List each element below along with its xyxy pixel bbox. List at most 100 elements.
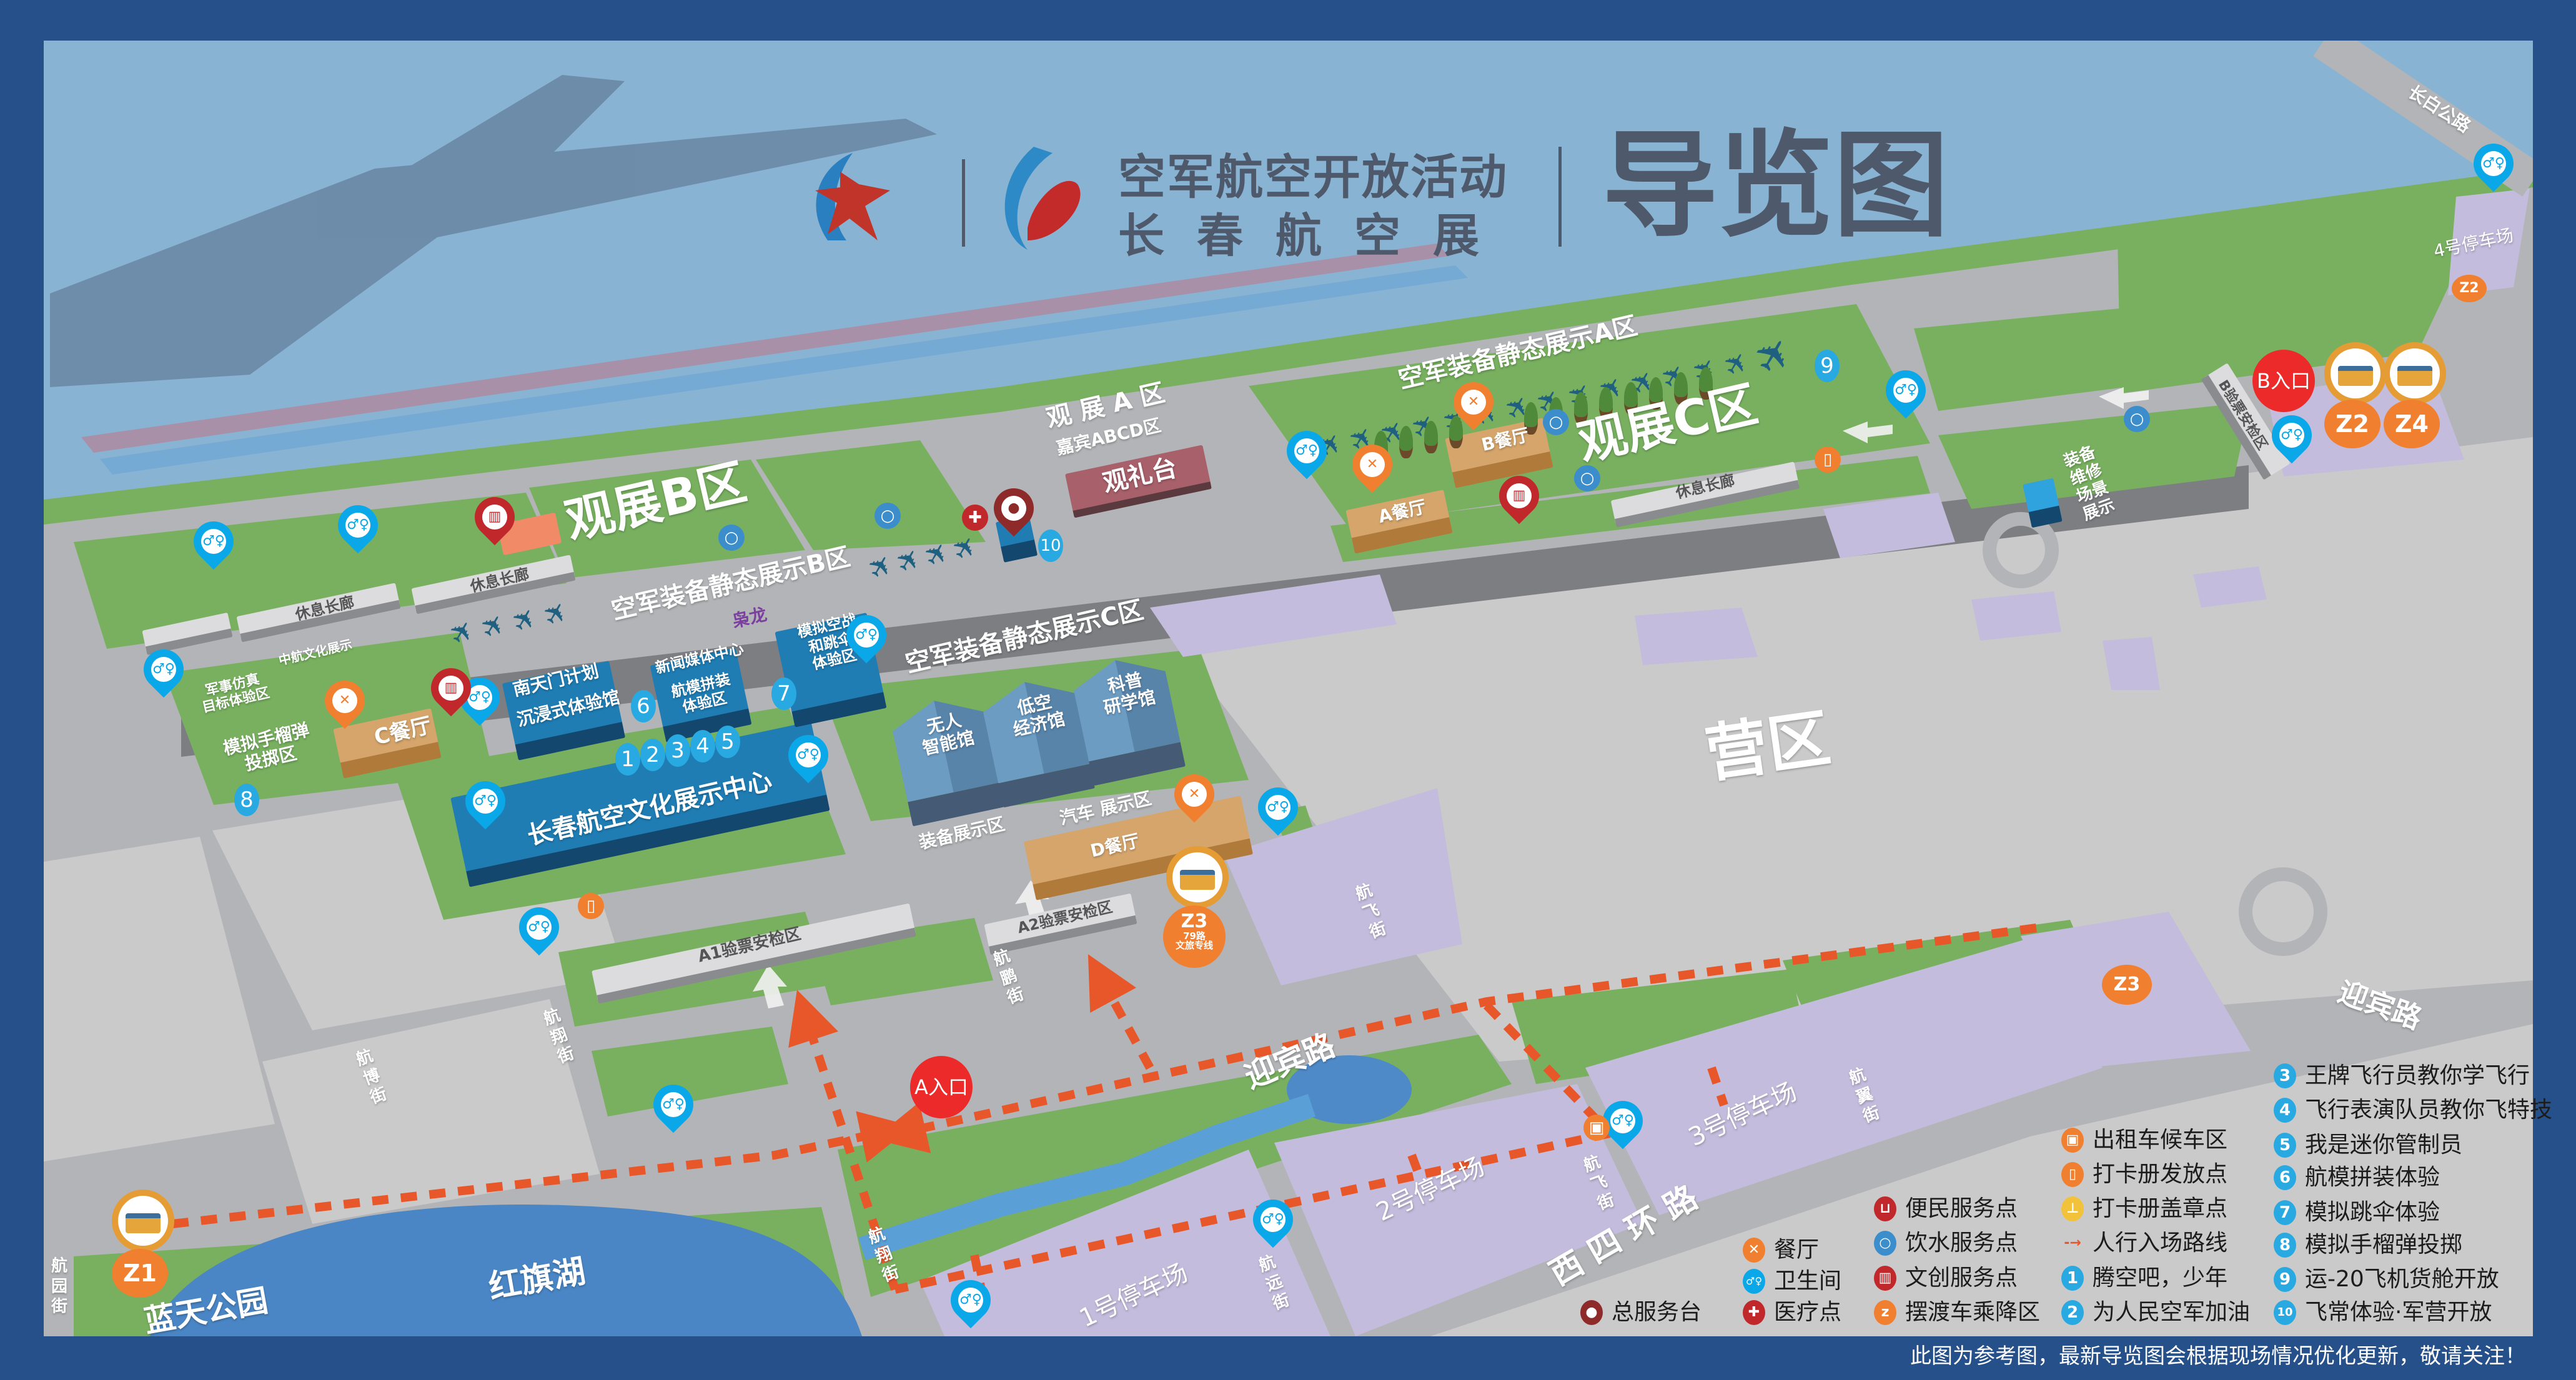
footer-note: 此图为参考图，最新导览图会根据现场情况优化更新，敬请关注！ — [1910, 1344, 2526, 1369]
shopping-cart-icon: ⊔ — [1874, 1196, 1896, 1221]
legend-label: 医疗点 — [1774, 1299, 1842, 1325]
legend-label: 文创服务点 — [1905, 1265, 2018, 1291]
page-title: 导览图 — [1602, 118, 1949, 253]
legend-passport-issue: ▯ 打卡册发放点 — [2061, 1162, 2227, 1187]
legend-service-desk: ●总服务台 — [1580, 1300, 1702, 1325]
bus-icon — [2384, 342, 2446, 405]
shuttle-stop-z3-code: Z3 — [1181, 910, 1208, 932]
activity-marker: 1 — [615, 743, 640, 776]
activity-marker: 2 — [640, 739, 665, 771]
shuttle-stop-z2: Z2 — [2452, 275, 2487, 302]
medical-icon: ✚ — [962, 505, 988, 531]
shuttle-stop-z4: Z4 — [2384, 400, 2440, 448]
legend-passport-stamp: ⊥ 打卡册盖章点 — [2061, 1196, 2227, 1221]
activity-marker: 4 — [690, 730, 715, 762]
book-icon: ▯ — [2061, 1162, 2084, 1187]
bus-icon — [2324, 342, 2387, 405]
legend-restroom: ♂♀ 卫生间 — [1743, 1269, 1841, 1294]
legend-activity-10: 10 飞常体验·军营开放 — [2274, 1300, 2492, 1325]
legend-label: 模拟手榴弹投掷 — [2305, 1232, 2463, 1258]
restaurant-icon: ✕ — [1743, 1238, 1765, 1263]
water-service-icon: ○ — [1574, 465, 1600, 491]
legend-activity-6: 6 航模拼装体验 — [2274, 1165, 2440, 1190]
activity-number-icon: 5 — [2274, 1133, 2296, 1158]
legend-restaurant: ✕ 餐厅 — [1743, 1238, 1819, 1263]
airshow-logo — [990, 134, 1090, 253]
legend-label: 摆渡车乘降区 — [1905, 1299, 2041, 1325]
header-airshow-name: 长春航空展 — [1118, 209, 1512, 263]
legend-route: -→ 人行入场路线 — [2061, 1231, 2227, 1256]
legend-water: ○饮水服务点 — [1874, 1231, 2018, 1256]
service-desk-icon: ● — [1580, 1300, 1603, 1325]
legend-shuttle: z 摆渡车乘降区 — [1874, 1300, 2040, 1325]
passport-issue-icon: ▯ — [578, 893, 604, 919]
legend-cultural: ▥ 文创服务点 — [1874, 1266, 2018, 1291]
shuttle-stop-z2: Z2 — [2324, 400, 2380, 448]
legend-label: 打卡册盖章点 — [2093, 1196, 2228, 1221]
legend-convenience: ⊔ 便民服务点 — [1874, 1196, 2018, 1221]
taxi-icon: ▣ — [1583, 1115, 1610, 1141]
activity-marker: 9 — [1815, 350, 1840, 382]
shuttle-stop-z3-note: 79路 文旅专线 — [1175, 930, 1213, 952]
activity-number-icon: 10 — [2274, 1300, 2296, 1325]
header-event-name: 空军航空开放活动 — [1118, 149, 1508, 205]
airforce-logo — [803, 147, 896, 247]
legend-label: 餐厅 — [1774, 1237, 1820, 1263]
entrance-a: A入口 — [910, 1056, 973, 1118]
activity-marker: 3 — [665, 734, 690, 767]
dashed-arrow-icon: -→ — [2064, 1235, 2081, 1251]
shuttle-z-icon: z — [1874, 1300, 1896, 1325]
stamp-icon: ⊥ — [2061, 1196, 2084, 1221]
passport-issue-icon: ▯ — [1815, 446, 1841, 473]
activity-number-icon: 7 — [2274, 1200, 2296, 1225]
activity-marker: 6 — [631, 690, 656, 722]
legend-label: 模拟跳伞体验 — [2305, 1200, 2440, 1225]
water-service-icon: ○ — [1543, 409, 1569, 435]
legend-label: 我是迷你管制员 — [2305, 1132, 2463, 1158]
gift-icon: ▥ — [1874, 1266, 1896, 1291]
legend-label: 人行入场路线 — [2093, 1230, 2228, 1256]
legend-label: 腾空吧，少年 — [2093, 1265, 2228, 1291]
activity-marker: 5 — [715, 726, 740, 758]
legend-label: 饮水服务点 — [1905, 1230, 2018, 1256]
legend-label: 打卡册发放点 — [2093, 1161, 2228, 1187]
activity-number-icon: 8 — [2274, 1233, 2296, 1258]
legend-activity-8: 8 模拟手榴弹投掷 — [2274, 1233, 2462, 1258]
legend-label: 运-20飞机货舱开放 — [2305, 1266, 2499, 1292]
activity-marker: 7 — [771, 678, 796, 710]
legend-label: 为人民空军加油 — [2093, 1299, 2251, 1325]
activity-number-icon: 3 — [2274, 1063, 2296, 1088]
walking-route — [172, 924, 2037, 1294]
hongqi-lake — [150, 1204, 862, 1336]
activity-number-icon: 6 — [2274, 1165, 2296, 1190]
legend-label: 航模拼装体验 — [2305, 1165, 2440, 1190]
header-divider — [1558, 147, 1562, 247]
jet-illustration — [50, 75, 937, 387]
hangyuan-garden-street-label: 航 园 街 — [51, 1256, 68, 1316]
legend-label: 便民服务点 — [1905, 1196, 2018, 1221]
water-service-icon: ○ — [874, 503, 901, 529]
restroom-icon: ♂♀ — [1743, 1269, 1765, 1294]
shuttle-stop-z3: Z3 — [2102, 965, 2152, 1005]
water-service-icon: ○ — [2124, 406, 2150, 432]
legend-label: 飞常体验·军营开放 — [2305, 1299, 2492, 1325]
water-service-icon: ○ — [718, 525, 745, 551]
grass-strip — [44, 169, 2533, 525]
activity-marker: 10 — [1038, 530, 1063, 562]
legend-label: 出租车候车区 — [2093, 1127, 2228, 1153]
taxi-icon: ▣ — [2061, 1128, 2084, 1153]
bus-icon — [112, 1190, 174, 1252]
entrance-b: B入口 — [2252, 350, 2315, 412]
pond — [1287, 1055, 1412, 1124]
activity-number-icon: 9 — [2274, 1267, 2296, 1292]
bus-icon — [1166, 846, 1229, 909]
legend-taxi: ▣ 出租车候车区 — [2061, 1128, 2227, 1153]
shuttle-stop-z1: Z1 — [112, 1249, 168, 1298]
legend-label: 卫生间 — [1774, 1268, 1842, 1294]
